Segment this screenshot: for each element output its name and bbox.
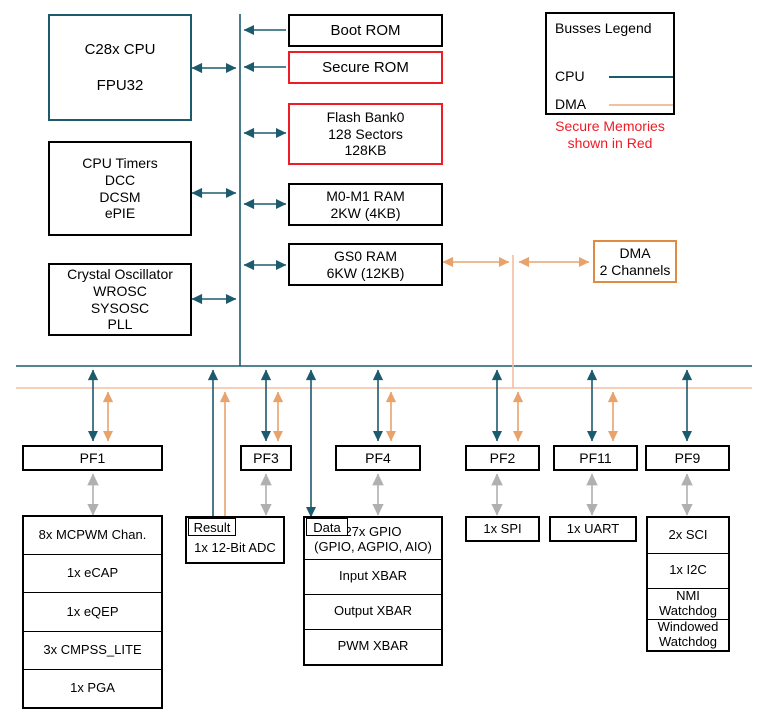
pf9-item-windowed-watchdog: Windowed Watchdog	[648, 619, 728, 650]
pf3-label: PF3	[253, 449, 279, 466]
secure-note-line-2: shown in Red	[567, 134, 653, 151]
pf9-item-i2c-label: 1x I2C	[669, 562, 707, 578]
secure-note-line-1: Secure Memories	[555, 118, 665, 134]
timers-line-2: DCC	[104, 171, 136, 188]
timers-line-4: ePIE	[104, 205, 136, 222]
m0m1-line-1: M0-M1 RAM	[326, 187, 405, 204]
pf4-peripheral-stack: 27x GPIO (GPIO, AGPIO, AIO) Input XBAR O…	[303, 516, 443, 666]
pf1-item-eqep-label: 1x eQEP	[66, 603, 119, 619]
crystal-oscillator-block: Crystal Oscillator WROSC SYSOSC PLL	[48, 263, 192, 336]
dma-block: DMA 2 Channels	[593, 240, 677, 283]
pf1-item-ecap-label: 1x eCAP	[66, 565, 119, 581]
flash-bank0-block: Flash Bank0 128 Sectors 128KB	[288, 103, 443, 165]
peripheral-frame-pf3: PF3	[240, 445, 292, 471]
adc-result-tag-label: Result	[193, 519, 231, 535]
clock-line-2: WROSC	[93, 282, 147, 299]
flash-line-2: 128 Sectors	[328, 125, 403, 142]
pf4-item-gpio-line-2: (GPIO, AGPIO, AIO)	[314, 538, 432, 554]
clock-line-3: SYSOSC	[90, 299, 150, 316]
peripheral-frame-pf1: PF1	[22, 445, 163, 471]
pf9-item-i2c: 1x I2C	[648, 554, 728, 590]
legend-title: Busses Legend	[555, 20, 652, 36]
pf2-item-spi-label: 1x SPI	[483, 520, 522, 536]
peripheral-frame-pf9: PF9	[645, 445, 730, 471]
m0-m1-ram-block: M0-M1 RAM 2KW (4KB)	[288, 183, 443, 226]
pf1-label: PF1	[79, 449, 106, 466]
gs0-line-1: GS0 RAM	[333, 247, 397, 264]
gs0-ram-block: GS0 RAM 6KW (12KB)	[288, 243, 443, 286]
busses-legend: Busses Legend CPU DMA	[545, 12, 675, 115]
dma-line-2: 2 Channels	[599, 261, 671, 278]
legend-cpu-label: CPU	[555, 68, 585, 84]
pf4-item-gpio: 27x GPIO (GPIO, AGPIO, AIO)	[305, 518, 441, 560]
boot-rom-block: Boot ROM	[288, 14, 443, 47]
pf9-item-windowed-watchdog-line-1: Windowed	[657, 619, 719, 635]
peripheral-frame-pf2: PF2	[465, 445, 540, 471]
clock-line-4: PLL	[107, 316, 133, 333]
secure-rom-label: Secure ROM	[322, 58, 409, 76]
pf9-item-nmi-watchdog: NMI Watchdog	[648, 588, 728, 621]
pf11-label: PF11	[579, 449, 612, 466]
flash-line-3: 128KB	[344, 142, 387, 159]
m0m1-line-2: 2KW (4KB)	[330, 204, 401, 221]
pf1-item-ecap: 1x eCAP	[24, 555, 161, 594]
timers-line-1: CPU Timers	[82, 155, 158, 172]
gpio-data-tag: Data	[306, 518, 348, 536]
pf1-item-mcpwm-label: 8x MCPWM Chan.	[38, 527, 147, 543]
pf9-peripheral-stack: 2x SCI 1x I2C NMI Watchdog Windowed Watc…	[646, 516, 730, 652]
pf9-item-windowed-watchdog-line-2: Watchdog	[658, 634, 718, 650]
timers-line-3: DCSM	[99, 188, 141, 205]
pf1-item-eqep: 1x eQEP	[24, 593, 161, 632]
peripheral-frame-pf11: PF11	[553, 445, 638, 471]
cpu-line-2: FPU32	[96, 76, 144, 94]
peripheral-frame-pf4: PF4	[335, 445, 421, 471]
pf1-item-pga: 1x PGA	[24, 670, 161, 707]
pf1-item-cmpss-lite-label: 3x CMPSS_LITE	[43, 641, 142, 657]
dma-line-1: DMA	[619, 244, 651, 261]
legend-cpu-swatch	[609, 76, 673, 78]
pf1-peripheral-stack: 8x MCPWM Chan. 1x eCAP 1x eQEP 3x CMPSS_…	[22, 515, 163, 709]
c28x-cpu-block: C28x CPU FPU32	[48, 14, 192, 121]
pf9-item-nmi-watchdog-line-2: Watchdog	[658, 603, 718, 619]
gpio-data-tag-label: Data	[313, 519, 341, 535]
pf4-item-input-xbar: Input XBAR	[305, 560, 441, 595]
pf11-item-uart-label: 1x UART	[566, 520, 620, 536]
pf4-item-input-xbar-label: Input XBAR	[339, 568, 407, 584]
pf9-label: PF9	[674, 449, 701, 466]
legend-dma-label: DMA	[555, 96, 587, 112]
secure-memories-note: Secure Memories shown in Red	[533, 118, 687, 152]
pf3-item-adc-label: 1x 12-Bit ADC	[194, 540, 276, 556]
pf1-item-mcpwm: 8x MCPWM Chan.	[24, 517, 161, 556]
legend-dma-swatch	[609, 104, 673, 106]
pf3-peripheral-stack: 1x 12-Bit ADC	[185, 516, 285, 564]
gs0-line-2: 6KW (12KB)	[326, 264, 405, 281]
pf4-item-gpio-line-1: 27x GPIO	[344, 523, 402, 539]
pf3-item-adc: 1x 12-Bit ADC	[187, 518, 283, 562]
pf4-item-pwm-xbar-label: PWM XBAR	[337, 638, 409, 654]
pf2-item-spi: 1x SPI	[467, 518, 538, 540]
pf4-item-output-xbar: Output XBAR	[305, 595, 441, 630]
pf4-item-output-xbar-label: Output XBAR	[333, 603, 413, 619]
cpu-timers-block: CPU Timers DCC DCSM ePIE	[48, 141, 192, 236]
pf4-label: PF4	[365, 449, 391, 466]
pf2-peripheral-stack: 1x SPI	[465, 516, 540, 542]
pf4-item-pwm-xbar: PWM XBAR	[305, 630, 441, 664]
pf11-peripheral-stack: 1x UART	[549, 516, 637, 542]
cpu-line-1: C28x CPU	[84, 40, 156, 58]
clock-line-1: Crystal Oscillator	[67, 266, 173, 283]
pf9-item-nmi-watchdog-line-1: NMI	[676, 588, 700, 604]
pf9-item-sci: 2x SCI	[648, 518, 728, 554]
pf2-label: PF2	[489, 449, 516, 466]
boot-rom-label: Boot ROM	[330, 21, 401, 39]
adc-result-tag: Result	[188, 518, 236, 536]
pf11-item-uart: 1x UART	[551, 518, 635, 540]
pf1-item-cmpss-lite: 3x CMPSS_LITE	[24, 632, 161, 670]
pf9-item-sci-label: 2x SCI	[668, 526, 708, 542]
secure-rom-block: Secure ROM	[288, 51, 443, 84]
pf1-item-pga-label: 1x PGA	[70, 679, 115, 695]
flash-line-1: Flash Bank0	[326, 109, 405, 126]
